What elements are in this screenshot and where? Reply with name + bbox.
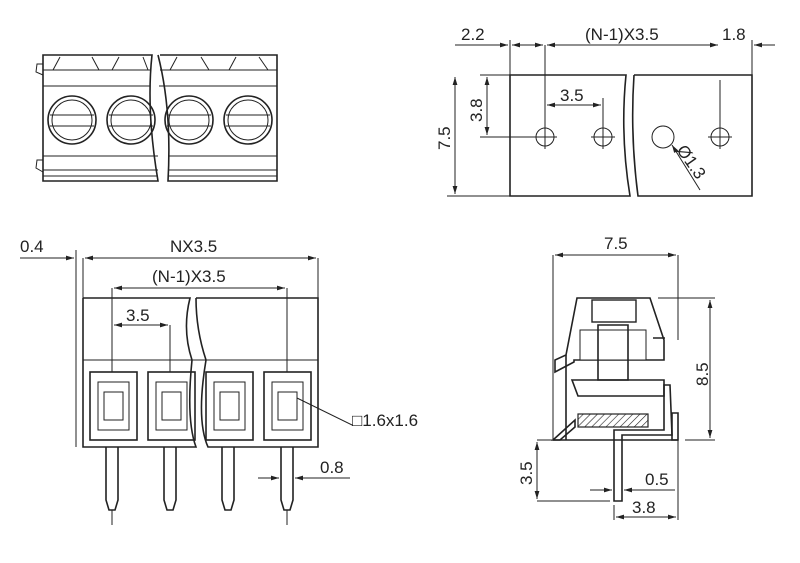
dim-pin-offset: 3.8 — [632, 498, 656, 517]
dim-offset: 0.4 — [20, 237, 44, 256]
dim-pitch-total: (N-1)X3.5 — [585, 25, 659, 44]
dim-height: 8.5 — [693, 362, 712, 386]
dim-pitch: 3.5 — [560, 86, 584, 105]
dim-pitch: 3.5 — [126, 306, 150, 325]
dim-wire-entry: □1.6x1.6 — [352, 411, 418, 430]
dim-total-width: NX3.5 — [170, 237, 217, 256]
dim-edge-left: 2.2 — [461, 25, 485, 44]
side-view: 7.5 8.5 3.5 0.5 3.8 — [517, 234, 715, 520]
dim-edge-right: 1.8 — [722, 25, 746, 44]
dim-pin-width: 0.8 — [320, 458, 344, 477]
screw-heads — [47, 95, 273, 145]
top-view — [35, 54, 278, 182]
front-view: 0.4 NX3.5 (N-1)X3.5 3.5 □1.6x1.6 0.8 — [20, 237, 418, 525]
dim-hole-dia: Ø1.3 — [673, 141, 710, 182]
dim-depth: 7.5 — [604, 234, 628, 253]
dim-row-offset: 3.8 — [467, 98, 486, 122]
dim-pin-thickness: 0.5 — [645, 470, 669, 489]
dim-pitch-total: (N-1)X3.5 — [152, 267, 226, 286]
dim-depth: 7.5 — [435, 126, 454, 150]
dim-pin-length: 3.5 — [517, 461, 536, 485]
hole-pattern-view: 2.2 (N-1)X3.5 1.8 3.5 3.8 7.5 Ø1.3 — [435, 25, 775, 197]
wire-entries — [89, 371, 312, 441]
